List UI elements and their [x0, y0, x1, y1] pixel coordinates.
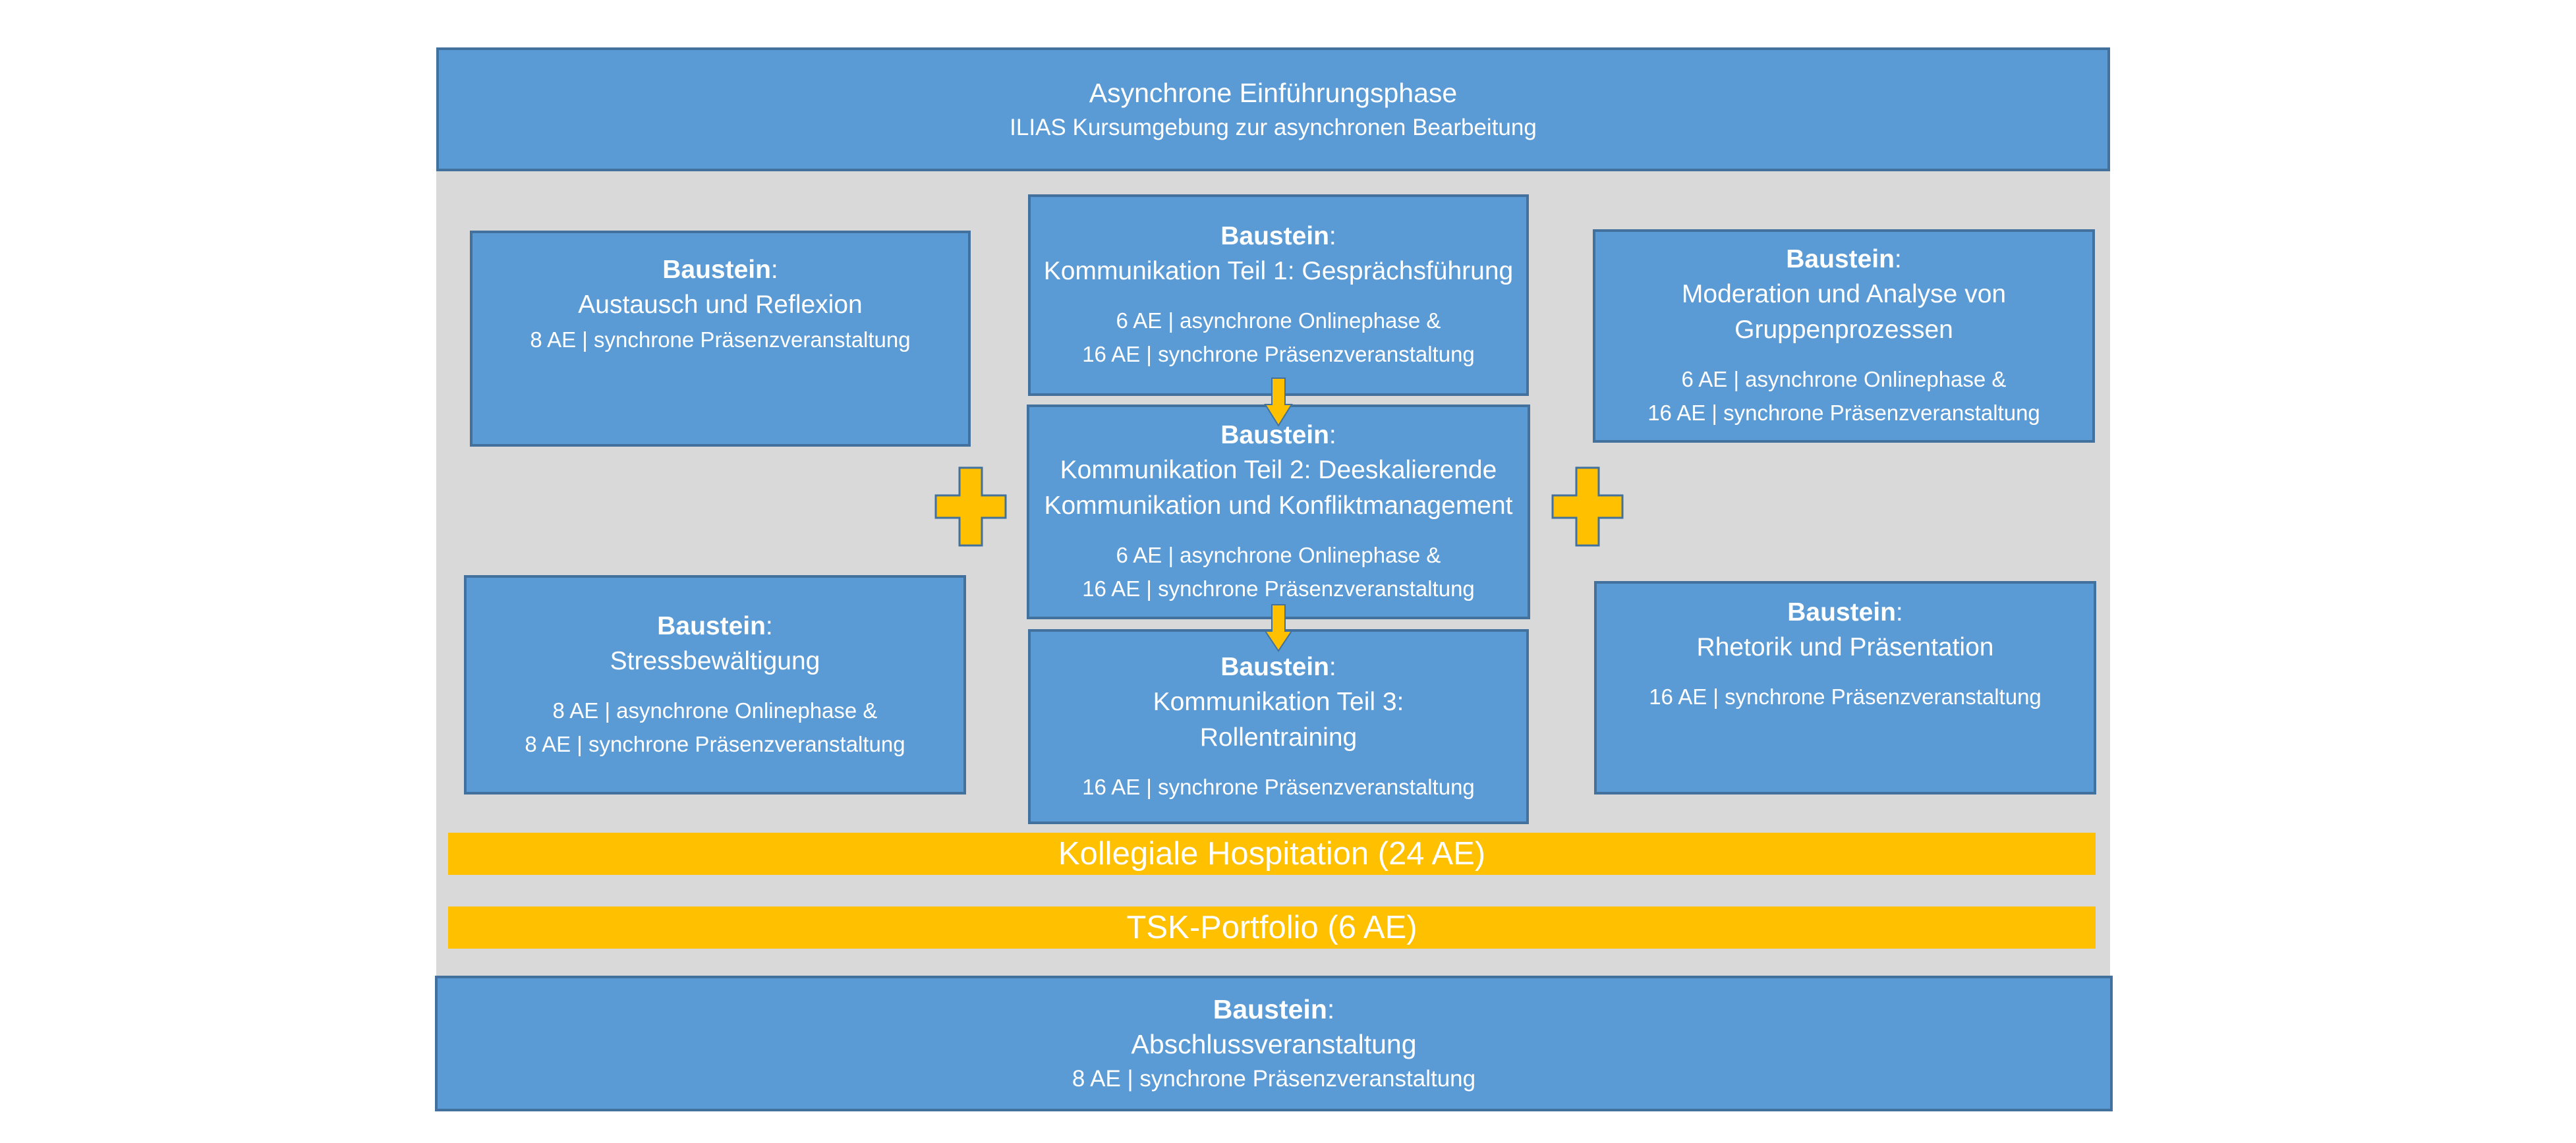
module-heading: Baustein:: [1213, 993, 1335, 1024]
module-info-line: 8 AE | synchrone Präsenzveranstaltung: [530, 327, 911, 352]
module-info-line: 8 AE | synchrone Präsenzveranstaltung: [525, 731, 905, 756]
module-heading: Baustein:: [1220, 222, 1336, 250]
module-info-line: 6 AE | asynchrone Onlinephase &: [1116, 308, 1441, 333]
module-info-line: 16 AE | synchrone Präsenzveranstaltung: [1082, 342, 1475, 366]
plus-icon: [934, 466, 1007, 547]
hospitation-bar: Kollegiale Hospitation (24 AE): [448, 833, 2096, 875]
module-heading: Baustein:: [662, 256, 778, 284]
module-name: Moderation und Analyse von: [1681, 280, 2007, 308]
module-kommunikation-2-box: Baustein: Kommunikation Teil 2: Deeskali…: [1027, 404, 1530, 619]
module-heading: Baustein:: [1786, 245, 1902, 273]
module-heading: Baustein:: [1220, 421, 1336, 449]
plus-icon: [1551, 466, 1624, 547]
module-name: Kommunikation Teil 3:: [1153, 687, 1404, 716]
portfolio-bar: TSK-Portfolio (6 AE): [448, 906, 2096, 949]
arrow-down-icon: [1264, 604, 1293, 652]
module-info-line: 8 AE | asynchrone Onlinephase &: [552, 698, 878, 723]
module-kommunikation-1-box: Baustein: Kommunikation Teil 1: Gespräch…: [1028, 194, 1529, 396]
intro-title: Asynchrone Einführungsphase: [1089, 77, 1458, 108]
module-name: Stressbewältigung: [610, 646, 820, 675]
module-name: Abschlussveranstaltung: [1131, 1028, 1417, 1059]
module-name: Gruppenprozessen: [1734, 316, 1953, 344]
module-name: Austausch und Reflexion: [578, 291, 863, 319]
module-heading: Baustein:: [1220, 652, 1336, 681]
module-name: Rollentraining: [1199, 723, 1358, 752]
module-info-line: 16 AE | synchrone Präsenzveranstaltung: [1647, 401, 2040, 425]
module-info-line: 6 AE | asynchrone Onlinephase &: [1116, 543, 1441, 567]
module-info-line: 16 AE | synchrone Präsenzveranstaltung: [1082, 576, 1475, 601]
module-austausch-box: Baustein: Austausch und Reflexion 8 AE |…: [470, 231, 971, 447]
module-info-line: 6 AE | asynchrone Onlinephase &: [1681, 367, 2007, 391]
module-moderation-box: Baustein: Moderation und Analyse von Gru…: [1593, 229, 2095, 443]
module-heading: Baustein:: [657, 611, 773, 640]
module-kommunikation-3-box: Baustein: Kommunikation Teil 3: Rollentr…: [1028, 629, 1529, 824]
module-stress-box: Baustein: Stressbewältigung 8 AE | async…: [464, 575, 966, 795]
module-abschluss-box: Baustein: Abschlussveranstaltung 8 AE | …: [435, 976, 2113, 1111]
module-name: Kommunikation Teil 2: Deeskalierende: [1060, 456, 1497, 484]
module-info-line: 8 AE | synchrone Präsenzveranstaltung: [1072, 1065, 1476, 1092]
module-heading: Baustein:: [1787, 598, 1903, 627]
module-info-line: 16 AE | synchrone Präsenzveranstaltung: [1649, 684, 2042, 709]
module-name: Kommunikation und Konfliktmanagement: [1044, 491, 1513, 520]
module-info-line: 16 AE | synchrone Präsenzveranstaltung: [1082, 774, 1475, 799]
intro-subtitle: ILIAS Kursumgebung zur asynchronen Bearb…: [1010, 114, 1537, 140]
intro-phase-box: Asynchrone Einführungsphase ILIAS Kursum…: [436, 47, 2110, 171]
arrow-down-icon: [1264, 377, 1293, 427]
module-name: Kommunikation Teil 1: Gesprächsführung: [1043, 257, 1514, 285]
module-name: Rhetorik und Präsentation: [1696, 633, 1994, 661]
module-rhetorik-box: Baustein: Rhetorik und Präsentation 16 A…: [1594, 581, 2096, 795]
